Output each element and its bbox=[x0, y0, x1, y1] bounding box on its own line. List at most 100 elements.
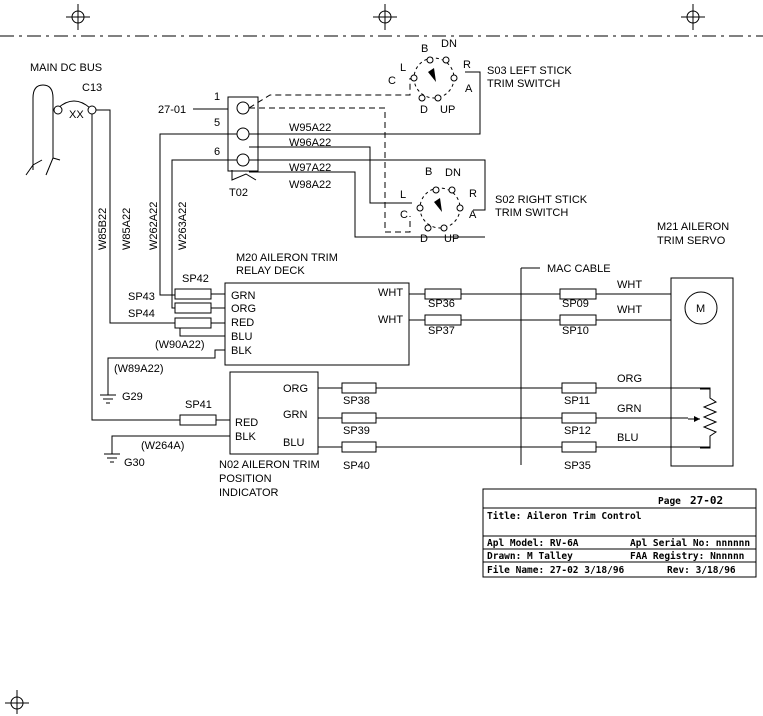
sp12-label: SP12 bbox=[564, 425, 591, 437]
bus-label: MAIN DC BUS bbox=[30, 62, 102, 74]
servo-wire-wht-1: WHT bbox=[617, 279, 642, 291]
g29-label: G29 bbox=[122, 391, 143, 403]
terminal-ground-jump bbox=[231, 170, 257, 181]
sp43-label: SP43 bbox=[128, 291, 155, 303]
s02-a: A bbox=[469, 209, 477, 221]
wire-w263 bbox=[171, 159, 237, 309]
wire-w85b bbox=[91, 114, 180, 421]
s03-title-1: S03 LEFT STICK bbox=[487, 65, 572, 77]
label-w262: W262A22 bbox=[148, 202, 160, 250]
s02-b: B bbox=[425, 166, 432, 178]
breaker-mark: XX bbox=[69, 109, 84, 121]
sp41-label: SP41 bbox=[185, 399, 212, 411]
sp40 bbox=[341, 441, 377, 453]
m21-title-2: TRIM SERVO bbox=[657, 235, 726, 247]
terminal-lug-5 bbox=[236, 127, 250, 141]
servo-wire-wht-2: WHT bbox=[617, 304, 642, 316]
m20-relay-deck bbox=[224, 282, 410, 366]
s03-switch: B DN L R C A D UP bbox=[388, 38, 473, 116]
sp44 bbox=[174, 317, 212, 329]
label-w90: (W90A22) bbox=[155, 339, 205, 351]
n02-title-3: INDICATOR bbox=[219, 487, 279, 499]
terminal-pin-6: 6 bbox=[214, 146, 220, 158]
s02-r: R bbox=[469, 188, 477, 200]
m20-wht-2: WHT bbox=[378, 314, 403, 326]
s02-switch: B DN L R C A D UP bbox=[400, 166, 477, 245]
terminal-lug-1 bbox=[236, 101, 250, 115]
n02-blu: BLU bbox=[283, 437, 304, 449]
sp12 bbox=[561, 412, 597, 424]
wire-w98 bbox=[249, 171, 485, 238]
wire-w95 bbox=[249, 71, 481, 135]
wire-w264 bbox=[111, 435, 230, 454]
servo-pot bbox=[700, 388, 718, 449]
breaker-terminal-right bbox=[87, 105, 97, 115]
s03-up: UP bbox=[440, 104, 455, 116]
ground-g30 bbox=[104, 453, 120, 463]
bus-break bbox=[25, 157, 61, 176]
s03-a: A bbox=[465, 83, 473, 95]
servo-motor bbox=[684, 291, 718, 325]
m20-grn: GRN bbox=[231, 290, 256, 302]
label-w97: W97A22 bbox=[289, 162, 331, 174]
m21-title-1: M21 AILERON bbox=[657, 221, 729, 233]
s02-up: UP bbox=[444, 233, 459, 245]
sp37-label: SP37 bbox=[428, 325, 455, 337]
label-w85a: W85A22 bbox=[121, 208, 133, 250]
s03-r: R bbox=[463, 59, 471, 71]
sp38-label: SP38 bbox=[343, 395, 370, 407]
tb-drawn: Drawn: M Talley bbox=[487, 551, 573, 562]
s02-d: D bbox=[420, 233, 428, 245]
bus-bar bbox=[32, 84, 54, 170]
s03-title-2: TRIM SWITCH bbox=[487, 78, 560, 90]
sp09 bbox=[559, 288, 597, 300]
terminal-lug-6 bbox=[236, 153, 250, 167]
label-w96: W96A22 bbox=[289, 137, 331, 149]
wire-w89 bbox=[107, 349, 225, 395]
registration-mark-top-center bbox=[373, 4, 397, 30]
s03-b: B bbox=[421, 43, 428, 55]
wire-w262 bbox=[159, 133, 237, 296]
sp36 bbox=[424, 288, 462, 300]
label-w264: (W264A) bbox=[141, 440, 184, 452]
m20-title-1: M20 AILERON TRIM bbox=[236, 252, 338, 264]
breaker-label: C13 bbox=[82, 82, 102, 94]
sp42-label: SP42 bbox=[182, 273, 209, 285]
sp35-label: SP35 bbox=[564, 460, 591, 472]
tb-page-label: Page bbox=[658, 496, 681, 507]
m20-blk: BLK bbox=[231, 345, 252, 357]
servo-wire-org: ORG bbox=[617, 373, 642, 385]
n02-grn: GRN bbox=[283, 409, 308, 421]
sp39-label: SP39 bbox=[343, 425, 370, 437]
breaker-arc bbox=[57, 100, 91, 109]
s02-title-2: TRIM SWITCH bbox=[495, 207, 568, 219]
tb-registry: FAA Registry: Nnnnnn bbox=[630, 551, 744, 562]
n02-indicator bbox=[229, 371, 319, 455]
sp43 bbox=[174, 302, 212, 314]
registration-mark-bottom-left bbox=[5, 690, 29, 714]
s02-c: C bbox=[400, 209, 408, 221]
terminal-pin-1: 1 bbox=[214, 91, 220, 103]
sp11 bbox=[561, 382, 597, 394]
tb-title: Title: Aileron Trim Control bbox=[487, 511, 642, 522]
s02-l: L bbox=[400, 189, 406, 201]
s03-d: D bbox=[420, 104, 428, 116]
wire-w90 bbox=[179, 328, 225, 337]
sp37 bbox=[424, 314, 462, 326]
m20-wht-1: WHT bbox=[378, 287, 403, 299]
sp10-label: SP10 bbox=[562, 325, 589, 337]
label-w263: W263A22 bbox=[177, 202, 189, 250]
tb-serial: Apl Serial No: nnnnnn bbox=[630, 538, 750, 549]
label-w95: W95A22 bbox=[289, 122, 331, 134]
s02-title-1: S02 RIGHT STICK bbox=[495, 194, 588, 206]
title-block: Page 27-02 Title: Aileron Trim Control A… bbox=[482, 488, 757, 578]
s03-l: L bbox=[400, 62, 406, 74]
sp35 bbox=[561, 441, 597, 453]
sp36-label: SP36 bbox=[428, 298, 455, 310]
tb-page-num: 27-02 bbox=[690, 494, 723, 507]
label-w89: (W89A22) bbox=[114, 363, 164, 375]
registration-mark-top-right bbox=[681, 4, 705, 30]
tb-file: File Name: 27-02 3/18/96 bbox=[487, 565, 625, 576]
servo-wire-blu: BLU bbox=[617, 432, 638, 444]
